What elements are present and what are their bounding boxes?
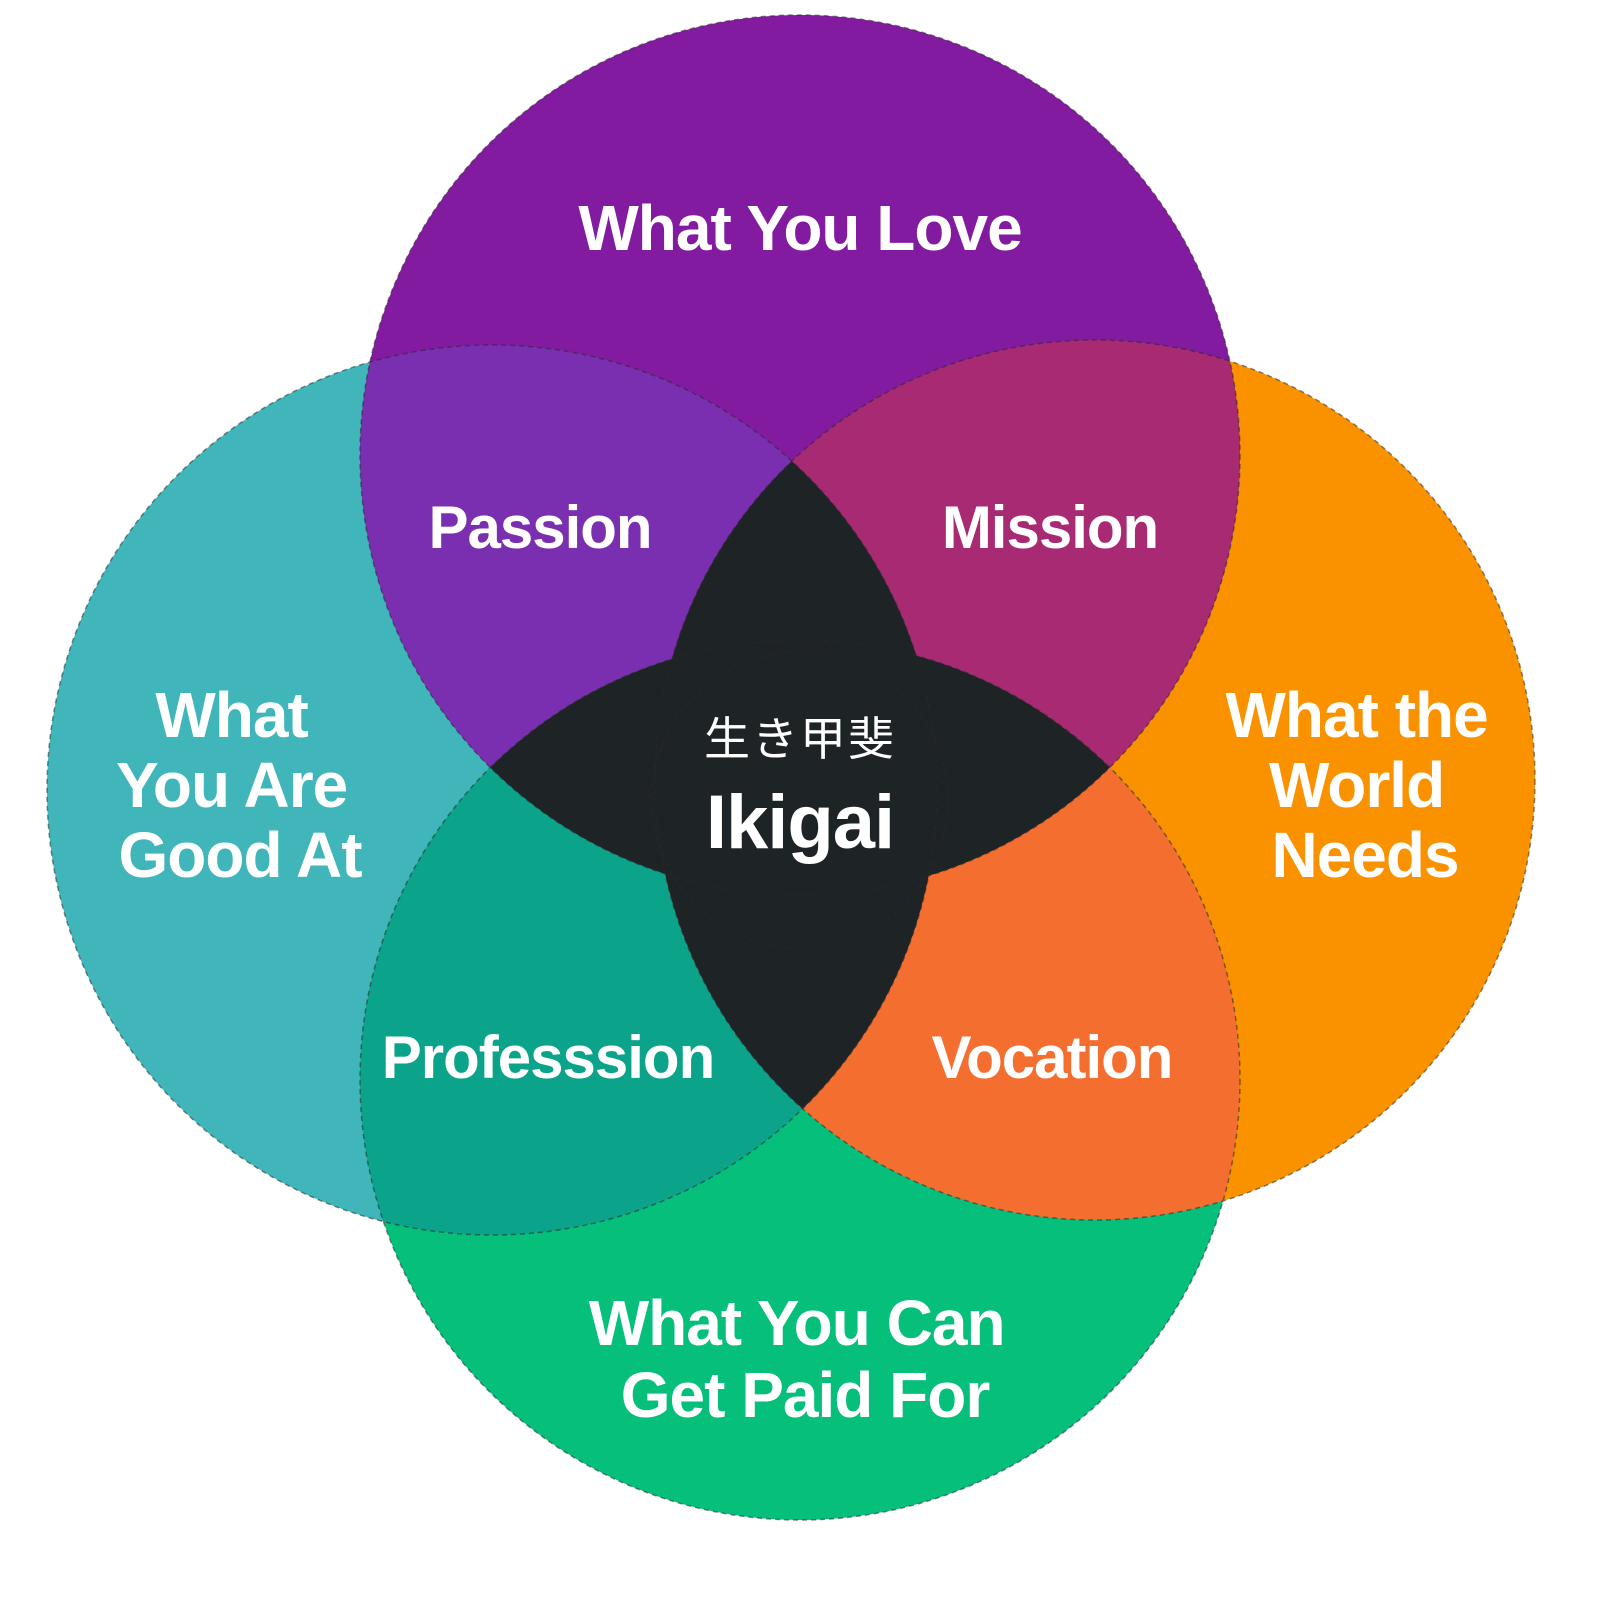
label-line: Good At [119, 819, 363, 891]
label-vocation: Vocation [932, 1024, 1173, 1091]
label-what-you-can-get-paid-for: What You Can Get Paid For [589, 1287, 1022, 1431]
label-line: What You Can [589, 1287, 1005, 1359]
label-line: Get Paid For [621, 1359, 990, 1431]
label-profession: Professsion [382, 1024, 714, 1091]
label-passion: Passion [428, 494, 651, 561]
label-mission: Mission [942, 494, 1158, 561]
label-what-the-world-needs: What the World Needs [1226, 679, 1505, 891]
label-ikigai: Ikigai [706, 780, 894, 865]
label-what-you-are-good-at: What You Are Good At [116, 679, 364, 891]
label-line: You Are [116, 749, 347, 821]
label-line: Needs [1271, 819, 1458, 891]
label-line: World [1269, 749, 1444, 821]
dashed-outlines [46, 14, 1536, 1521]
label-line: What the [1226, 679, 1488, 751]
label-ikigai-kanji: 生き甲斐 [704, 712, 896, 766]
label-what-you-love: What You Love [578, 192, 1021, 264]
label-line: What [155, 679, 308, 751]
